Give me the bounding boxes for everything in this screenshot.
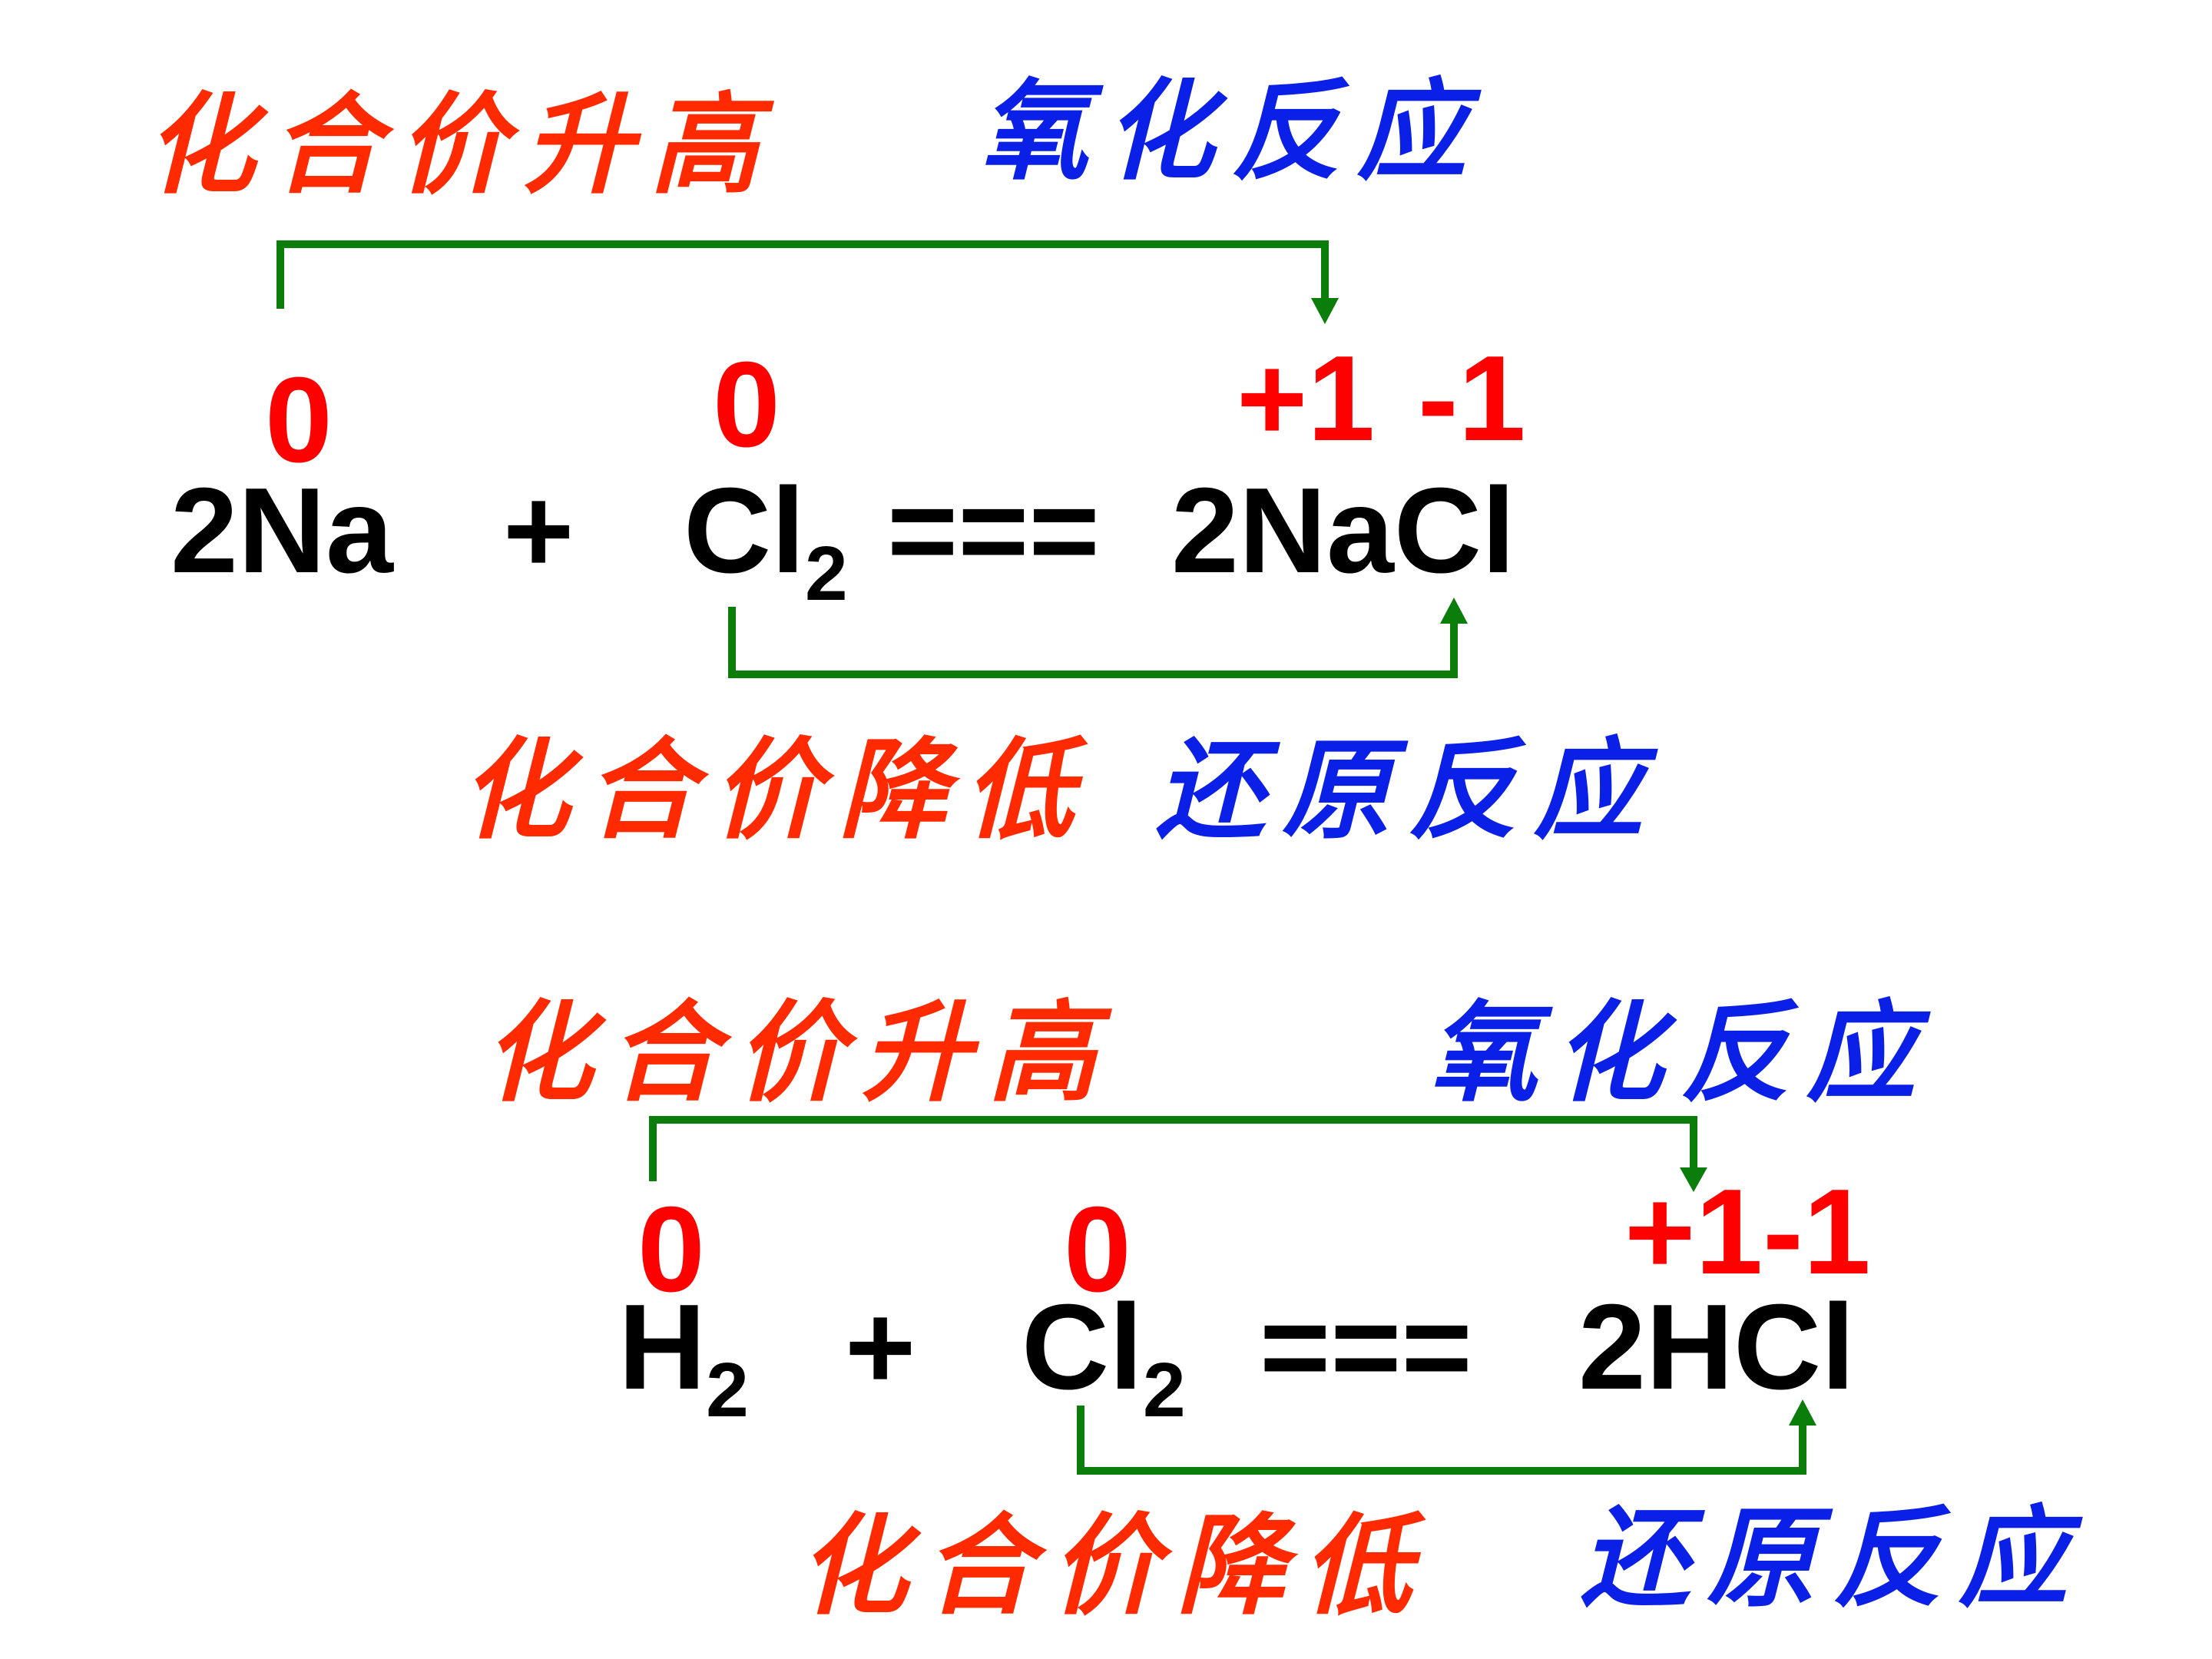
r2-oxidation-bracket	[649, 1116, 1697, 1181]
r2-ox-cl2: 0	[1064, 1182, 1131, 1317]
r2-reactant-cl2: Cl2	[1022, 1286, 1186, 1429]
r1-decrease-label: 化合价降低	[461, 727, 1091, 854]
r2-product-hcl: 2HCl	[1578, 1280, 1855, 1415]
r1-reactant-na: 2Na	[171, 463, 393, 598]
r1-oxidation-arrowhead	[1311, 298, 1339, 324]
r2-reduction-label: 还原反应	[1581, 1495, 2085, 1622]
r2-reduction-arrowhead	[1789, 1399, 1816, 1426]
r2-oxidation-label: 氧化反应	[1429, 989, 1932, 1117]
r1-ox-cl2: 0	[713, 337, 780, 472]
r2-h-symbol: H	[618, 1280, 707, 1415]
r2-plus: +	[845, 1280, 916, 1415]
r2-reduction-bracket	[1077, 1406, 1806, 1475]
r1-plus: +	[503, 463, 575, 598]
r1-reduction-label: 还原反应	[1156, 727, 1660, 854]
r1-oxidation-bracket	[276, 240, 1329, 309]
r1-reactant-cl2: Cl2	[684, 470, 848, 612]
r2-equals: ===	[1260, 1280, 1472, 1415]
r1-cl-symbol: Cl	[684, 463, 805, 598]
r2-ox-h2: 0	[637, 1182, 705, 1317]
r1-oxidation-label: 氧化反应	[979, 68, 1483, 195]
r2-reactant-h2: H2	[618, 1286, 749, 1429]
r2-h-subscript: 2	[706, 1347, 749, 1433]
r1-reduction-arrowhead	[1440, 598, 1468, 624]
r1-product-nacl: 2NaCl	[1171, 463, 1515, 598]
r2-cl-symbol: Cl	[1022, 1280, 1143, 1415]
r1-ox-na: 0	[265, 353, 333, 488]
r2-increase-label: 化合价升高	[484, 989, 1114, 1117]
r1-ox-nacl: +1 -1	[1237, 331, 1526, 466]
r1-equals: ===	[887, 463, 1100, 598]
r1-cl-subscript: 2	[805, 531, 848, 617]
r2-cl-subscript: 2	[1143, 1347, 1186, 1433]
r2-oxidation-arrowhead	[1680, 1167, 1707, 1192]
r2-ox-hcl: +1-1	[1624, 1164, 1871, 1300]
r1-reduction-bracket	[728, 607, 1458, 678]
r1-increase-label: 化合价升高	[146, 81, 776, 209]
r2-decrease-label: 化合价降低	[799, 1502, 1429, 1630]
